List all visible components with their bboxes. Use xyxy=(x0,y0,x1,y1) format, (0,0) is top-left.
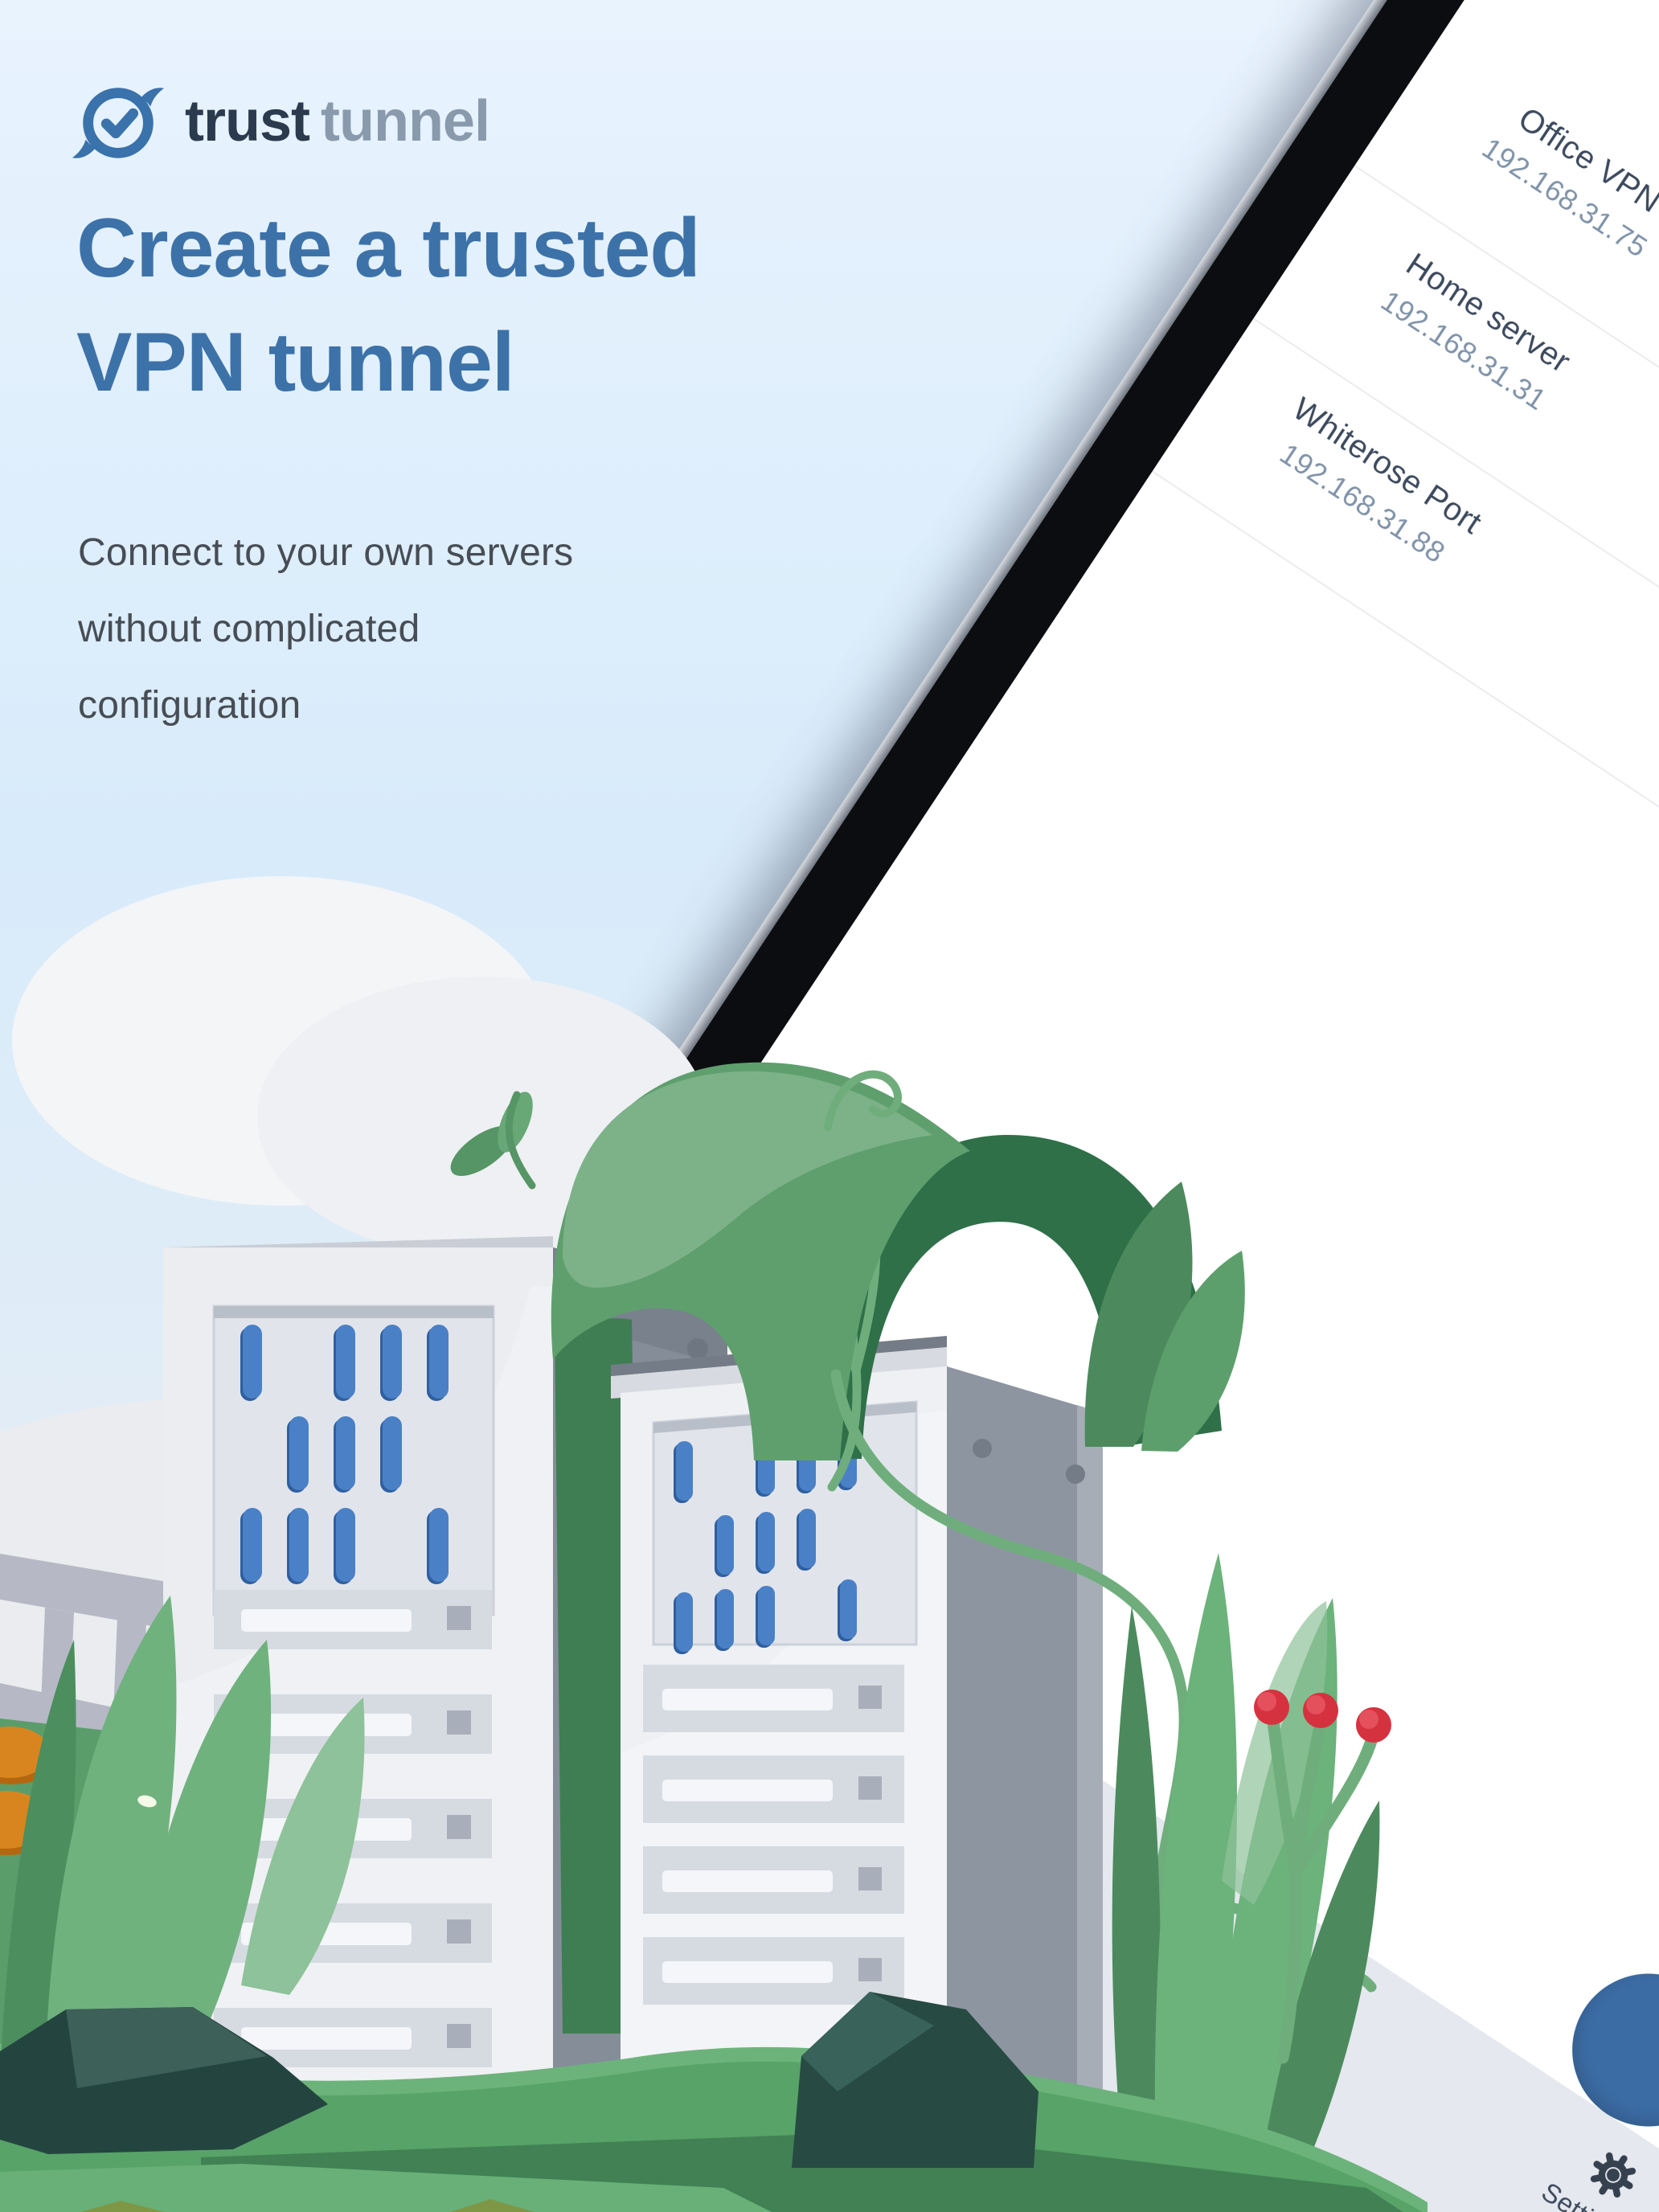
guardrail xyxy=(0,1554,167,1765)
mushrooms xyxy=(0,1727,53,1928)
logo-word-primary: trust xyxy=(185,89,310,154)
sprout-icon xyxy=(450,1091,536,1190)
check-badge-icon xyxy=(72,88,165,158)
title-line: Create a trusted xyxy=(76,202,701,295)
subtitle-line: configuration xyxy=(78,684,301,727)
gear-icon xyxy=(1590,2152,1636,2198)
subtitle-line: Connect to your own servers xyxy=(78,531,574,574)
page-title: Create a trusted VPN tunnel xyxy=(76,191,701,420)
settings-item[interactable]: Settings xyxy=(1524,2120,1659,2212)
logo-word-secondary: tunnel xyxy=(321,89,490,154)
title-line: VPN tunnel xyxy=(76,316,515,410)
page-subtitle: Connect to your own servers without comp… xyxy=(78,514,573,743)
server-list: Office VPN 192.168.31.75 Home server 192… xyxy=(1152,13,1659,1138)
subtitle-line: without complicated xyxy=(78,608,420,651)
pebble xyxy=(137,1795,157,1808)
